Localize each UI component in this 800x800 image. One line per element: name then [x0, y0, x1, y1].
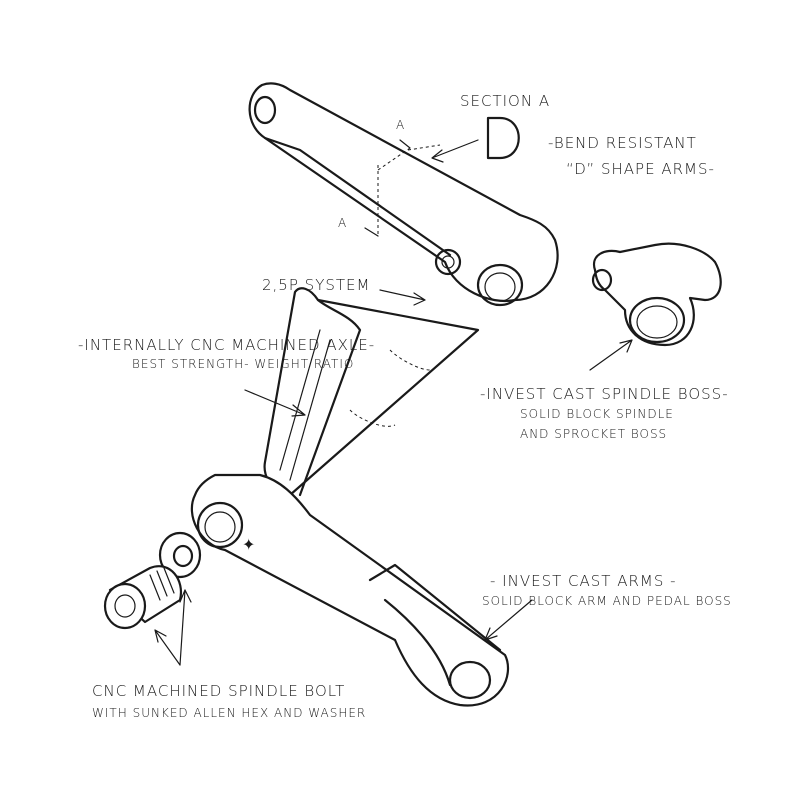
- spindle-bolt: [103, 565, 183, 630]
- washer: [158, 531, 202, 579]
- axle-label-2: BEST STRENGTH- WEIGHT RATIO: [132, 357, 355, 371]
- d-section-shape-icon: [486, 116, 520, 160]
- bend-label-2: “D” SHAPE ARMS-: [566, 160, 715, 178]
- bolt-label-1: CNC MACHINED SPINDLE BOLT: [92, 682, 346, 700]
- section-marker-top: A: [396, 118, 406, 132]
- spindle-boss-label-2: SOLID BLOCK SPINDLE: [520, 407, 674, 421]
- spindle-boss-label-3: AND SPROCKET BOSS: [520, 427, 668, 441]
- section-marker-bottom: A: [338, 216, 348, 230]
- logo-mark-icon: ✦: [242, 537, 255, 554]
- arms-label-1: - INVEST CAST ARMS -: [490, 572, 677, 590]
- spindle-boss-label-1: -INVEST CAST SPINDLE BOSS-: [480, 385, 729, 403]
- spindle-boss: [591, 242, 722, 347]
- bolt-label-2: WITH SUNKED ALLEN HEX AND WASHER: [92, 706, 367, 720]
- upper-crank-arm: [248, 82, 559, 307]
- axle: [263, 287, 480, 497]
- system-label: 2,5P SYSTEM: [262, 276, 371, 294]
- arms-label-2: SOLID BLOCK ARM AND PEDAL BOSS: [482, 594, 732, 608]
- bend-label-1: -BEND RESISTANT: [548, 134, 697, 152]
- callout-arrows: [154, 139, 633, 666]
- section-title: SECTION A: [460, 92, 551, 110]
- axle-label-1: -INTERNALLY CNC MACHINED AXLE-: [78, 336, 376, 354]
- lower-crank-arm: ✦: [190, 473, 510, 707]
